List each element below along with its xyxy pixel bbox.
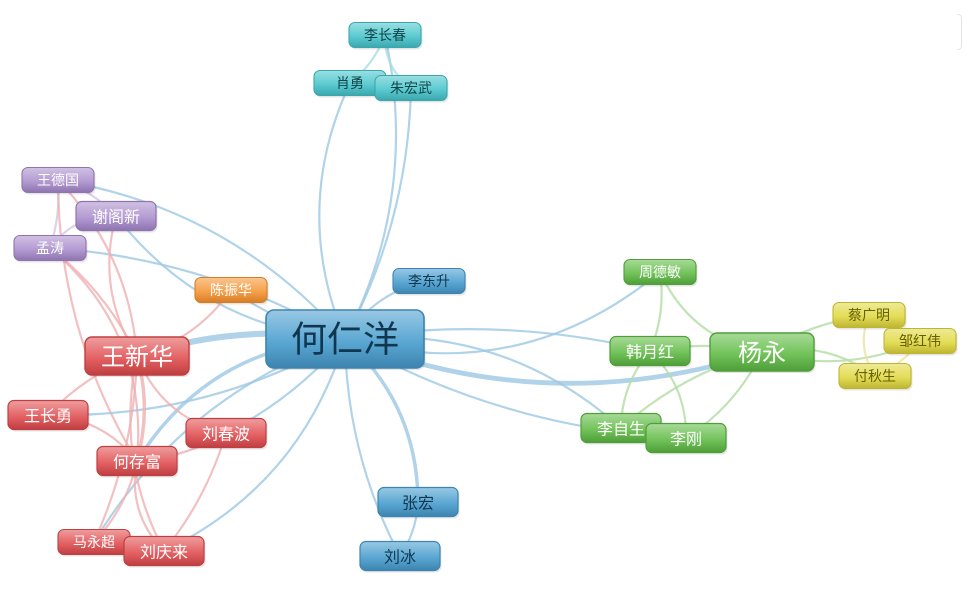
node-box bbox=[883, 327, 957, 355]
node-n21[interactable]: 李自生 bbox=[580, 412, 663, 445]
node-box bbox=[185, 417, 267, 449]
node-box bbox=[392, 267, 466, 295]
node-box bbox=[21, 166, 95, 194]
node-box bbox=[609, 335, 691, 367]
edge-n1-n3 bbox=[318, 81, 352, 341]
network-edges bbox=[46, 33, 922, 558]
node-n15[interactable]: 刘庆来 bbox=[123, 535, 206, 568]
edge-n10-n5 bbox=[56, 178, 139, 358]
node-n13[interactable]: 刘春波 bbox=[185, 417, 268, 450]
node-n7[interactable]: 孟涛 bbox=[13, 234, 88, 263]
node-box bbox=[709, 332, 815, 372]
node-n10[interactable]: 王新华 bbox=[84, 336, 191, 377]
node-box bbox=[377, 486, 459, 518]
node-n8[interactable]: 陈振华 bbox=[194, 276, 269, 305]
node-n4[interactable]: 朱宏武 bbox=[374, 74, 449, 103]
node-box bbox=[645, 422, 727, 454]
edge-n1-n4 bbox=[343, 86, 413, 341]
node-n17[interactable]: 刘冰 bbox=[359, 540, 442, 573]
node-box bbox=[7, 399, 89, 431]
network-nodes: 何仁洋李长春肖勇朱宏武王德国谢阁新孟涛陈振华李东升王新华王长勇何存富刘春波马永超… bbox=[7, 21, 958, 573]
node-n22[interactable]: 李刚 bbox=[645, 422, 728, 455]
node-n11[interactable]: 王长勇 bbox=[7, 399, 90, 432]
right-edge-bracket bbox=[957, 14, 962, 50]
node-box bbox=[359, 540, 441, 572]
node-n19[interactable]: 韩月红 bbox=[609, 335, 692, 368]
node-box bbox=[374, 74, 448, 102]
node-n6[interactable]: 谢阁新 bbox=[75, 200, 158, 233]
node-box bbox=[84, 336, 190, 376]
node-box bbox=[348, 21, 422, 49]
node-box bbox=[57, 528, 131, 556]
edge-n1-n15 bbox=[162, 337, 347, 553]
node-n25[interactable]: 付秋生 bbox=[838, 362, 913, 391]
node-n5[interactable]: 王德国 bbox=[21, 166, 96, 195]
node-box bbox=[838, 362, 912, 390]
node-n18[interactable]: 周德敏 bbox=[623, 258, 698, 287]
edge-n1-n5 bbox=[56, 178, 347, 341]
node-n1[interactable]: 何仁洋 bbox=[265, 309, 426, 370]
node-n12[interactable]: 何存富 bbox=[96, 445, 179, 478]
node-n23[interactable]: 蔡广明 bbox=[832, 301, 907, 330]
node-box bbox=[123, 535, 205, 567]
node-n9[interactable]: 李东升 bbox=[392, 267, 467, 296]
node-box bbox=[75, 200, 157, 232]
node-n2[interactable]: 李长春 bbox=[348, 21, 423, 50]
node-box bbox=[265, 309, 425, 369]
node-n16[interactable]: 张宏 bbox=[377, 486, 460, 519]
node-n14[interactable]: 马永超 bbox=[57, 528, 132, 557]
node-box bbox=[96, 445, 178, 477]
node-n24[interactable]: 邹红伟 bbox=[883, 327, 958, 356]
node-box bbox=[194, 276, 268, 304]
node-box bbox=[832, 301, 906, 329]
node-n20[interactable]: 杨永 bbox=[709, 332, 816, 373]
node-box bbox=[623, 258, 697, 286]
node-box bbox=[13, 234, 87, 262]
edge-n1-n17 bbox=[343, 337, 402, 558]
edge-n12-n5 bbox=[56, 178, 139, 463]
